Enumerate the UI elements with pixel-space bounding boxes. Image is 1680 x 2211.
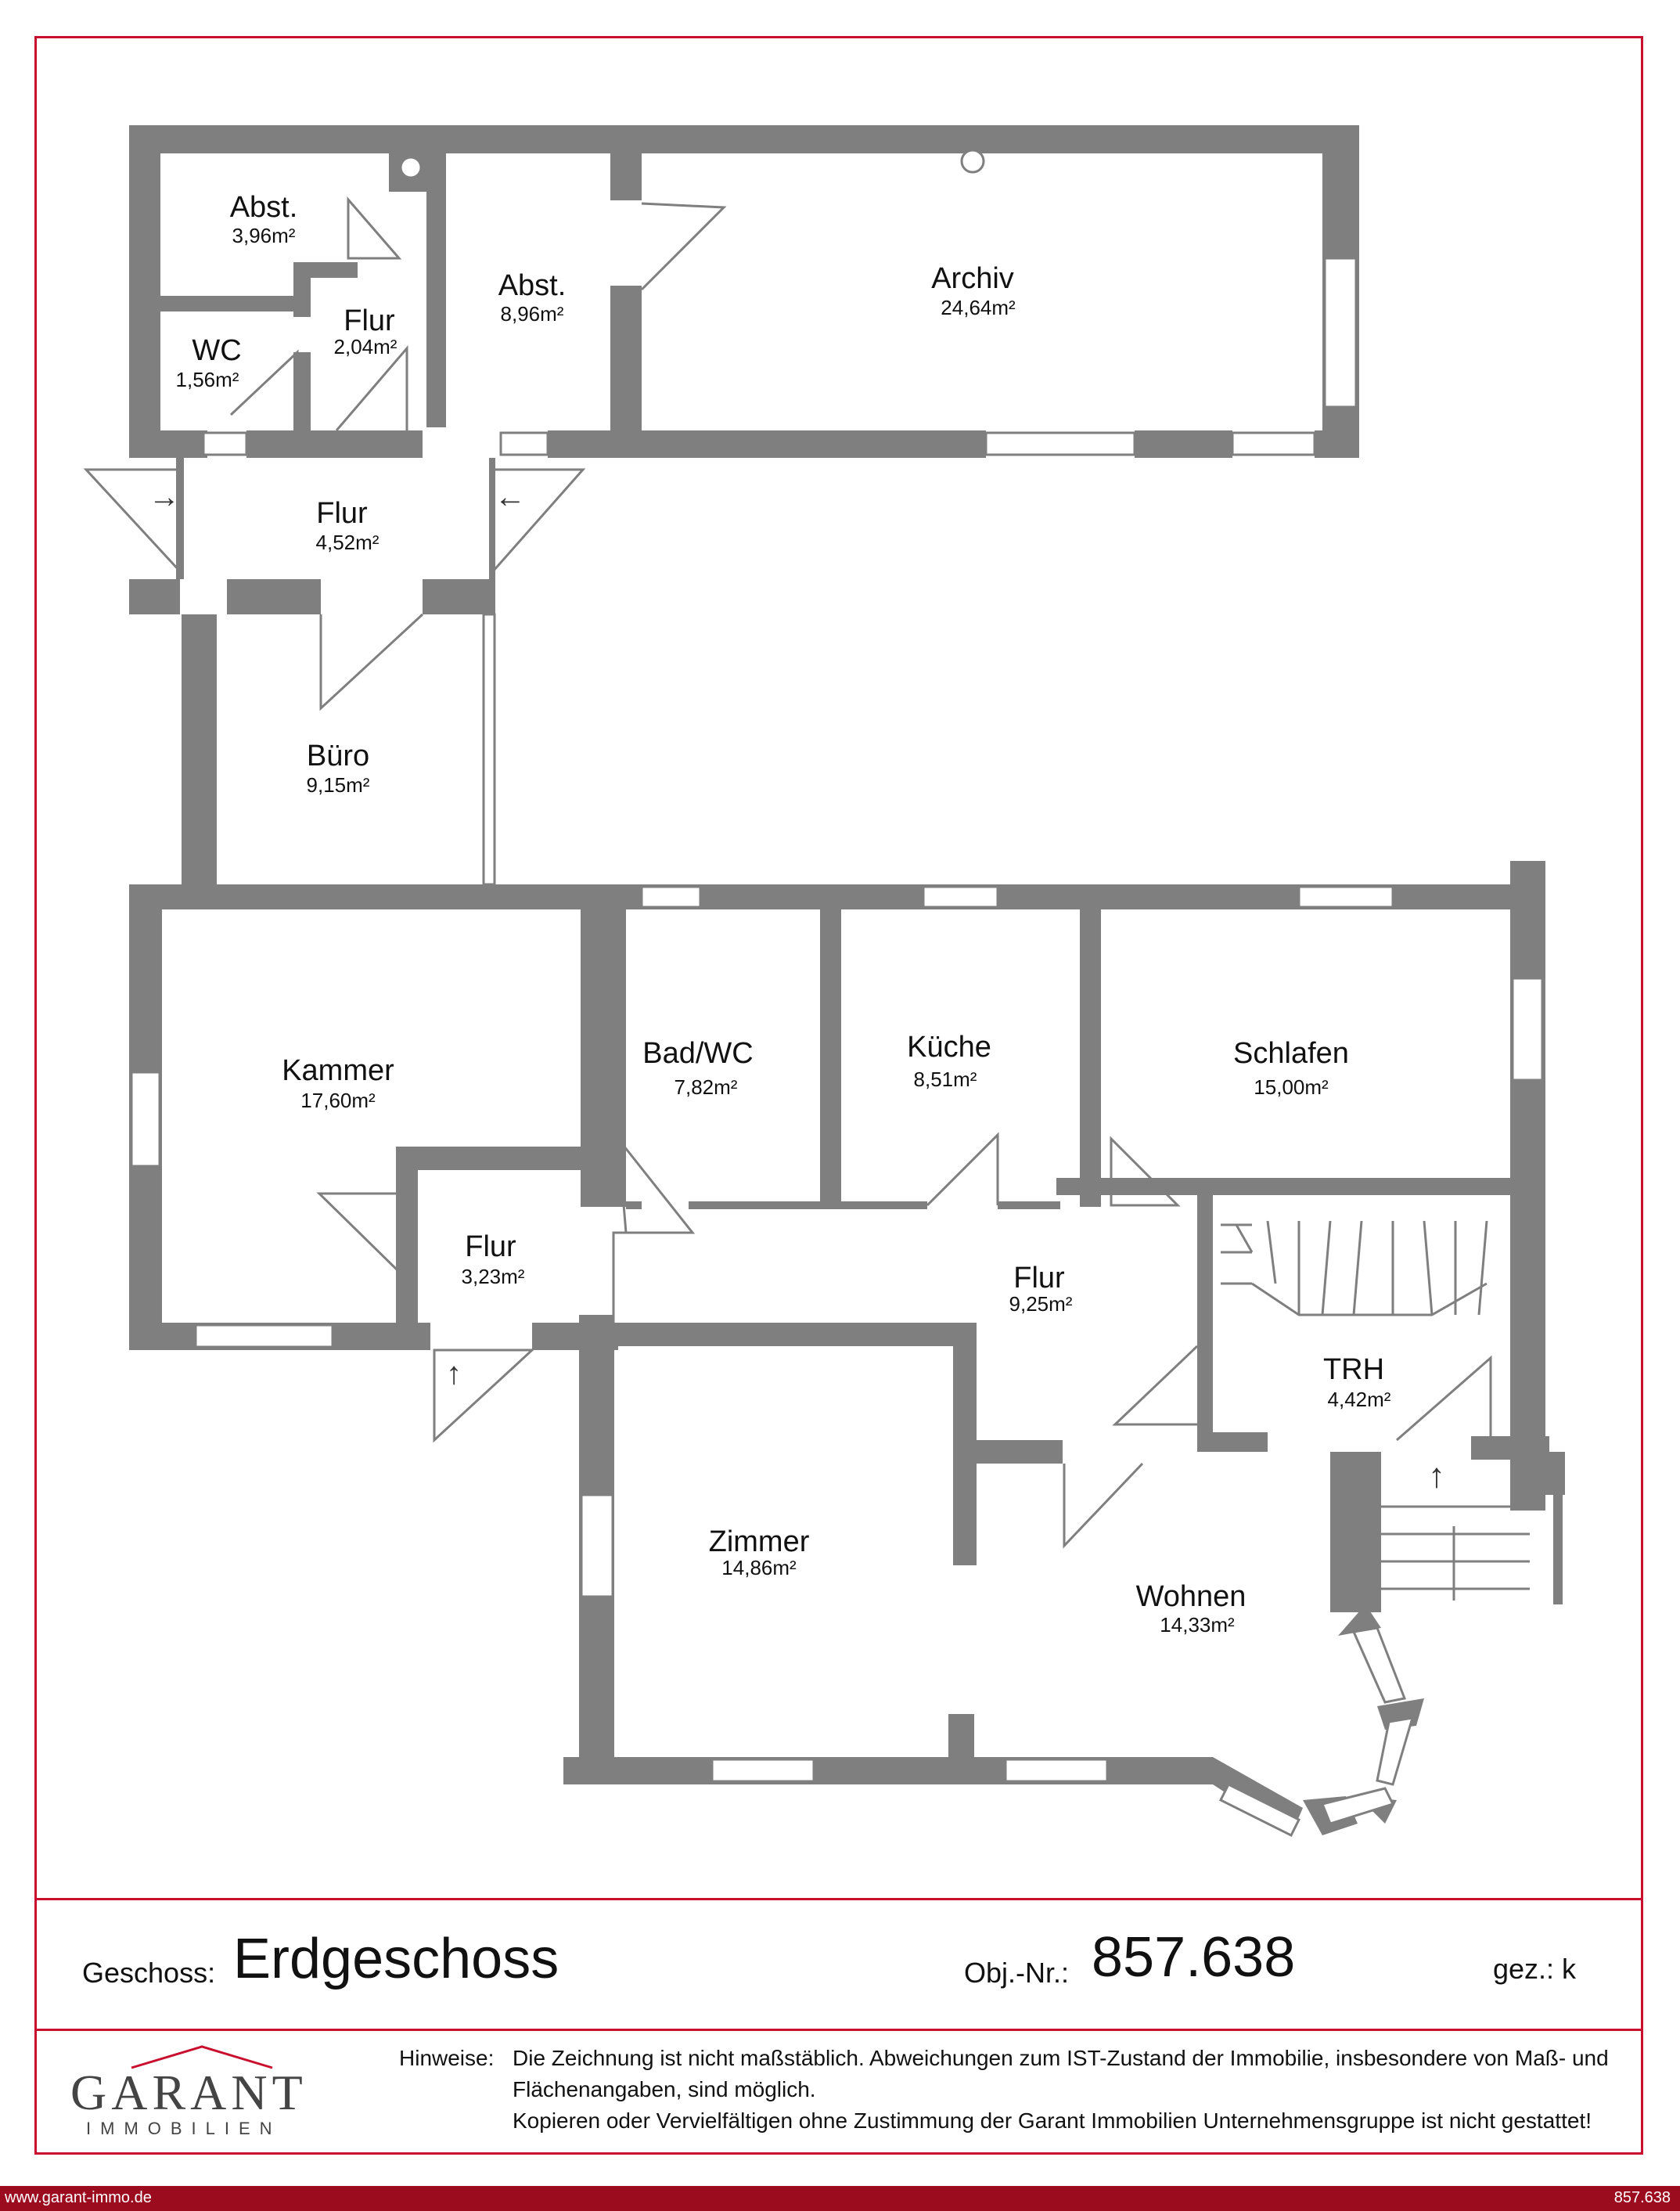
hint-line: Kopieren oder Vervielfältigen ohne Zusti… — [513, 2108, 1592, 2133]
svg-text:↑: ↑ — [446, 1356, 462, 1391]
room-name: Büro — [307, 740, 369, 772]
room-area: 14,86m² — [721, 1556, 797, 1579]
bottom-bar: www.garant-immo.de 857.638 — [0, 2186, 1680, 2211]
room-name: Flur — [465, 1230, 516, 1263]
logo-roof-icon — [131, 2045, 273, 2069]
room-area: 9,25m² — [1009, 1292, 1073, 1316]
lower-block-doors — [316, 1132, 1492, 1549]
room-area: 3,23m² — [462, 1265, 525, 1288]
room-area: 24,64m² — [941, 296, 1016, 319]
upper-wing-walls — [129, 125, 1359, 458]
room-name: Flur — [316, 497, 368, 530]
room-area: 15,00m² — [1254, 1075, 1329, 1099]
room-area: 2,04m² — [334, 335, 398, 358]
room-area: 9,15m² — [307, 773, 370, 797]
hint-text: Die Zeichnung ist nicht maßstäblich. Abw… — [513, 2043, 1639, 2137]
room-name: Abst. — [498, 269, 567, 302]
logo-subtitle: IMMOBILIEN — [86, 2119, 282, 2138]
upper-wing-doors — [229, 196, 727, 431]
bottom-object-number: 857.638 — [1613, 2189, 1671, 2206]
room-name: WC — [192, 334, 241, 367]
website-link[interactable]: www.garant-immo.de — [5, 2189, 152, 2206]
hint-line: Flächenangaben, sind möglich. — [513, 2077, 816, 2101]
room-name: Archiv — [931, 262, 1014, 295]
room-area: 14,33m² — [1160, 1613, 1235, 1637]
room-labels: Abst. 3,96m² Abst. 8,96m² Archiv 24,64m²… — [176, 191, 1391, 1637]
svg-text:←: ← — [495, 480, 526, 514]
room-name: Wohnen — [1136, 1580, 1247, 1613]
room-area: 4,52m² — [316, 531, 380, 554]
floor-label: Geschoss: — [82, 1957, 216, 1989]
room-area: 8,51m² — [914, 1068, 977, 1091]
room-name: Flur — [344, 304, 395, 337]
object-number-label: Obj.-Nr.: — [964, 1957, 1070, 1989]
room-name: Flur — [1013, 1262, 1065, 1295]
room-area: 1,56m² — [176, 368, 239, 391]
room-name: Zimmer — [709, 1525, 810, 1558]
room-area: 17,60m² — [300, 1089, 376, 1112]
room-name: TRH — [1323, 1353, 1384, 1386]
garant-logo: GARANT IMMOBILIEN — [69, 2040, 351, 2142]
hint-label: Hinweise: — [399, 2046, 495, 2070]
svg-text:→: → — [149, 480, 180, 514]
room-name: Kammer — [282, 1054, 394, 1087]
room-area: 3,96m² — [232, 224, 296, 247]
hint-line: Die Zeichnung ist nicht maßstäblich. Abw… — [513, 2046, 1609, 2070]
drawn-by: gez.: k — [1493, 1953, 1577, 1985]
title-bar — [34, 1898, 1643, 2031]
room-name: Schlafen — [1233, 1037, 1349, 1070]
room-area: 8,96m² — [501, 302, 564, 326]
logo-name: GARANT — [70, 2065, 308, 2120]
room-name: Abst. — [230, 191, 298, 224]
entry-hall-walls — [129, 458, 495, 614]
drawing-frame — [34, 36, 1643, 2155]
room-area: 7,82m² — [675, 1075, 738, 1099]
floor-plan: → ← — [83, 125, 1565, 1838]
room-name: Küche — [907, 1031, 991, 1064]
room-area: 4,42m² — [1328, 1388, 1391, 1411]
svg-text:↑: ↑ — [1428, 1457, 1445, 1495]
object-number-value: 857.638 — [1092, 1926, 1296, 1989]
staircase — [1221, 1220, 1530, 1601]
floor-value: Erdgeschoss — [233, 1928, 559, 1990]
room-name: Bad/WC — [642, 1037, 753, 1070]
lower-block-walls — [129, 861, 1565, 1784]
